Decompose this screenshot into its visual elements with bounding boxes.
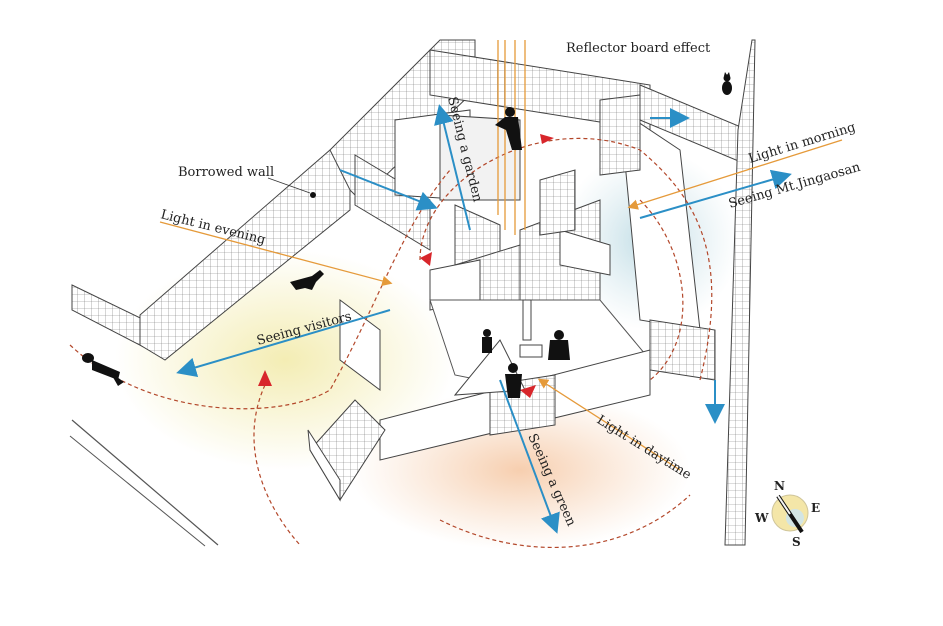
label-borrowed-wall: Borrowed wall <box>178 165 274 180</box>
circulation-path <box>69 169 451 410</box>
human-figure-icon <box>505 363 522 398</box>
sight-arrow-green <box>499 379 560 534</box>
inner-wall <box>439 114 521 201</box>
circulation-path <box>253 384 301 546</box>
label-light-morning: Light in morning <box>747 120 858 167</box>
central-core <box>539 169 576 236</box>
path-arrowhead <box>520 385 536 398</box>
compass-south: S <box>792 535 801 549</box>
circulation-path <box>439 494 691 548</box>
borrowed-wall-leader <box>267 177 311 194</box>
circulation-path <box>639 199 684 381</box>
compass-west: W <box>754 511 769 525</box>
light-arrow-morning <box>627 139 843 210</box>
human-figure-icon <box>82 353 124 386</box>
sight-arrow-inner <box>339 169 438 211</box>
compass-icon: N S E W <box>754 479 820 549</box>
path-arrowhead <box>420 252 432 266</box>
inner-wall <box>599 94 641 176</box>
light-arrow-evening <box>159 221 393 287</box>
human-figure-icon <box>495 107 522 150</box>
bench <box>519 299 543 358</box>
front-block <box>307 429 341 502</box>
cat-silhouette-icon <box>722 72 732 95</box>
compass-north: N <box>774 479 785 493</box>
dog-silhouette-icon <box>290 270 324 290</box>
right-wall <box>724 39 756 546</box>
circulation-path <box>419 137 713 381</box>
path-arrowhead <box>540 134 554 144</box>
sight-arrow-mountain <box>639 169 792 219</box>
road-edge <box>71 419 219 546</box>
human-figure-icon <box>482 329 492 353</box>
human-figure-icon <box>548 330 570 360</box>
right-block-grid <box>649 319 716 381</box>
borrowed-wall-marker <box>310 192 316 198</box>
road-edge <box>69 435 206 547</box>
path-arrowhead <box>258 370 272 386</box>
central-core <box>559 229 611 276</box>
label-reflector: Reflector board effect <box>566 41 711 56</box>
compass-east: E <box>811 501 820 515</box>
sight-arrow-visitors <box>176 309 391 378</box>
light-arrow-daytime <box>537 378 681 471</box>
sight-arrow-garden <box>434 104 471 231</box>
